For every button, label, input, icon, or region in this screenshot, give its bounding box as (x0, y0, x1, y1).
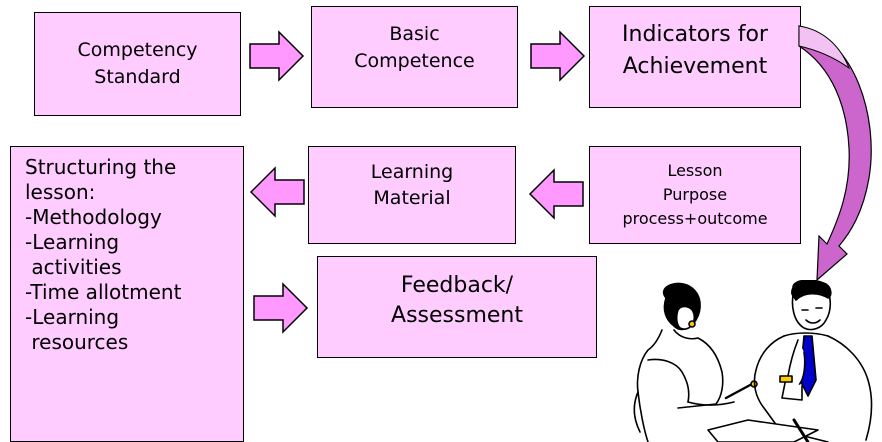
box-competency-standard: Competency Standard (34, 12, 241, 116)
structuring-line-2: lesson: (25, 180, 96, 204)
curved-arrow-icon (798, 25, 872, 282)
box-learning-material: Learning Material (308, 146, 516, 244)
right-arrow-icon (249, 30, 305, 82)
left-arrow-icon (249, 166, 305, 218)
learning-material-line-2: Material (373, 187, 451, 209)
structuring-line-6: -Time allotment (25, 280, 182, 304)
basic-competence-line-1: Basic (389, 23, 440, 45)
indicators-line-1: Indicators for (622, 22, 768, 47)
competency-standard-line-2: Standard (94, 66, 181, 88)
lesson-purpose-line-2: Purpose (662, 185, 728, 204)
structuring-line-8: resources (25, 330, 129, 354)
feedback-line-1: Feedback/ (400, 273, 514, 298)
structuring-line-4: -Learning (25, 230, 120, 254)
lesson-purpose-line-3: process+outcome (622, 209, 768, 228)
box-structuring-lesson: Structuring the lesson: -Methodology -Le… (10, 146, 244, 442)
box-feedback-assessment: Feedback/ Assessment (317, 256, 597, 358)
structuring-line-7: -Learning (25, 305, 120, 329)
lesson-purpose-line-1: Lesson (667, 161, 723, 180)
feedback-line-2: Assessment (391, 303, 523, 328)
right-arrow-icon (530, 30, 586, 82)
competency-standard-line-1: Competency (77, 39, 198, 61)
structuring-line-5: activities (25, 255, 122, 279)
structuring-line-1: Structuring the (25, 155, 177, 179)
indicators-line-2: Achievement (622, 54, 768, 79)
box-basic-competence: Basic Competence (311, 6, 518, 108)
structuring-line-3: -Methodology (25, 205, 162, 229)
business-people-clipart (633, 280, 873, 442)
box-indicators-achievement: Indicators for Achievement (589, 6, 801, 108)
left-arrow-icon (528, 168, 584, 220)
basic-competence-line-2: Competence (354, 50, 475, 72)
box-lesson-purpose: Lesson Purpose process+outcome (589, 146, 801, 244)
right-arrow-icon (253, 282, 309, 334)
learning-material-line-1: Learning (370, 161, 454, 183)
